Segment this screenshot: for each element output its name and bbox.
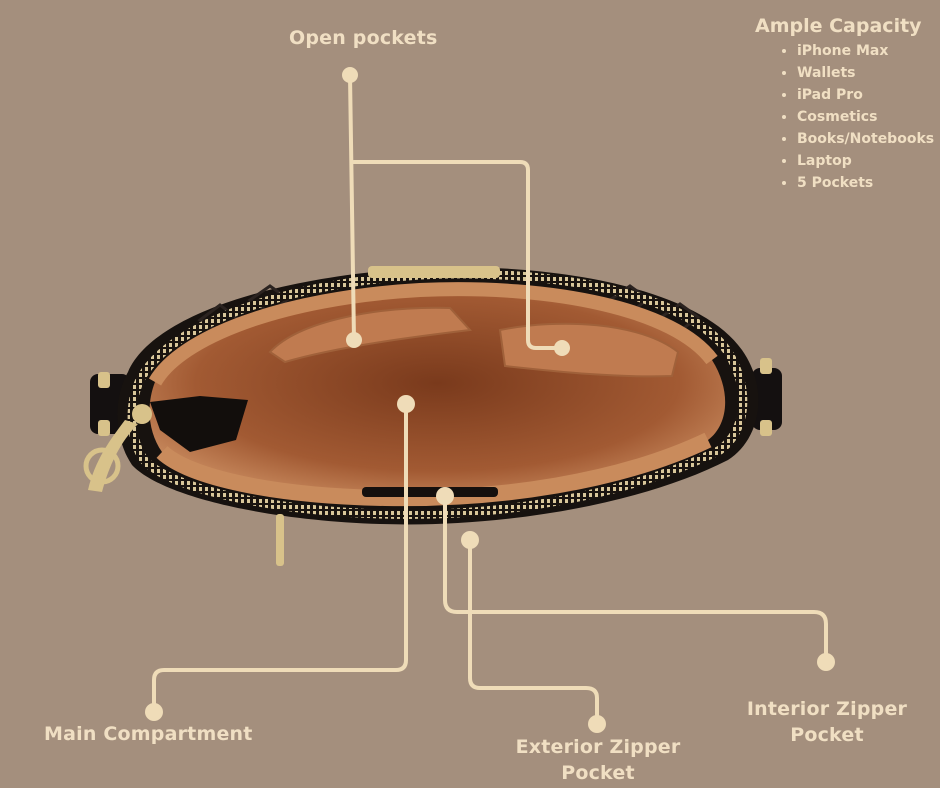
exterior-zipper-pocket-label: Exterior Zipper Pocket	[508, 734, 688, 786]
capacity-item: Wallets	[797, 62, 940, 84]
strap-tab-right	[752, 358, 782, 436]
capacity-list: iPhone Max Wallets iPad Pro Cosmetics Bo…	[755, 40, 940, 194]
ample-capacity-title: Ample Capacity	[755, 15, 922, 37]
capacity-item: iPhone Max	[797, 40, 940, 62]
zipper-pull	[150, 396, 248, 452]
exterior-zipper-label-line2: Pocket	[561, 762, 635, 784]
lining-rim	[148, 282, 718, 386]
open-pockets-line	[348, 74, 564, 350]
exterior-zipper-line	[468, 538, 599, 726]
capacity-item: iPad Pro	[797, 84, 940, 106]
open-pocket-right	[498, 322, 680, 378]
interior-zipper-label-line1: Interior Zipper	[746, 698, 908, 720]
open-pockets-label: Open pockets	[289, 27, 438, 49]
capacity-item: Laptop	[797, 150, 940, 172]
callout-lines	[152, 74, 828, 726]
interior-zipper-line	[443, 494, 828, 664]
capacity-item: Cosmetics	[797, 106, 940, 128]
main-compartment-label: Main Compartment	[44, 723, 253, 745]
capacity-item: 5 Pockets	[797, 172, 940, 194]
interior-zipper-slot	[362, 487, 498, 497]
exterior-zipper-label-line1: Exterior Zipper	[515, 736, 681, 758]
ample-capacity-panel: Ample Capacity iPhone Max Wallets iPad P…	[755, 14, 940, 194]
interior-zipper-label-line2: Pocket	[790, 724, 864, 746]
zipper-track	[127, 269, 748, 519]
open-pocket-left	[268, 306, 473, 364]
capacity-item: Books/Notebooks	[797, 128, 940, 150]
callout-dots	[145, 67, 835, 733]
interior-zipper-pocket-label: Interior Zipper Pocket	[737, 696, 917, 748]
main-compartment-line	[152, 402, 408, 714]
